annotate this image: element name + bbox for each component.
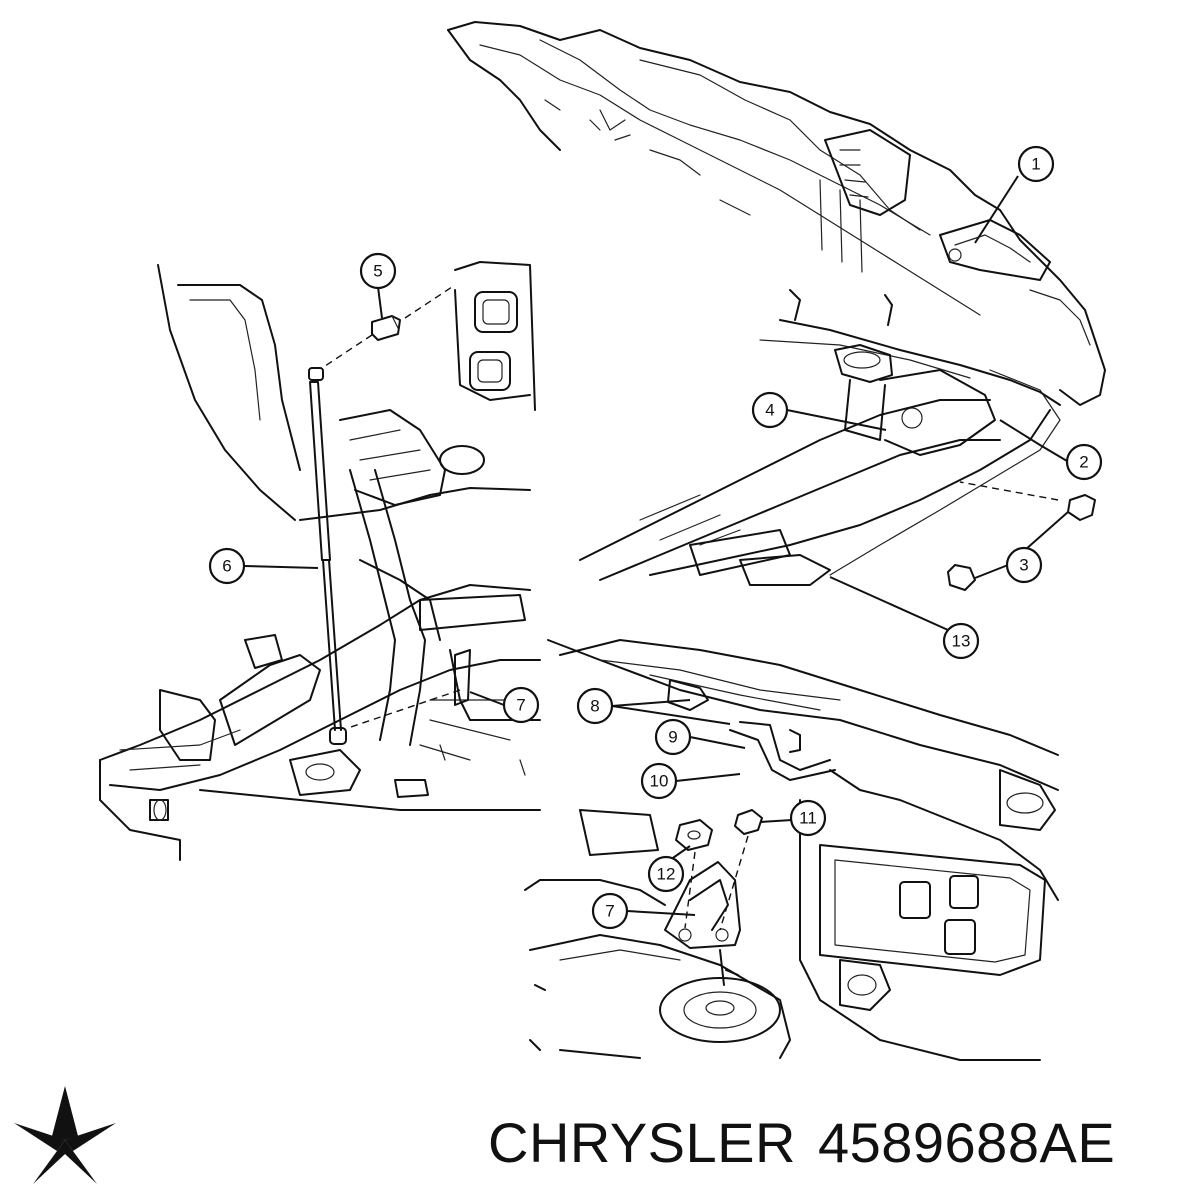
callout-label: 5	[373, 262, 382, 281]
callout-3: 3	[1005, 546, 1043, 584]
callout-label: 1	[1031, 155, 1040, 174]
callout-2: 2	[1065, 443, 1103, 481]
lower-right-illustration	[524, 639, 1059, 1061]
callout-label: 13	[952, 632, 971, 651]
callout-1: 1	[1017, 145, 1055, 183]
callout-4: 4	[751, 391, 789, 429]
callout-label: 8	[590, 697, 599, 716]
callout-label: 10	[650, 772, 669, 791]
callout-label: 12	[657, 865, 676, 884]
brand-name: CHRYSLER	[488, 1111, 796, 1174]
callout-label: 6	[222, 557, 231, 576]
callout-10: 10	[640, 762, 678, 800]
callout-label: 7	[605, 902, 614, 921]
callout-11: 11	[789, 799, 827, 837]
callout-label: 2	[1079, 453, 1088, 472]
part-number: 4589688AE	[817, 1111, 1116, 1174]
callout-label: 4	[765, 401, 774, 420]
callout-7-left: 7	[502, 686, 540, 724]
callout-13: 13	[942, 622, 980, 660]
callout-9: 9	[654, 718, 692, 756]
callout-label: 11	[799, 809, 817, 828]
callout-label: 9	[668, 728, 677, 747]
callout-6: 6	[208, 547, 246, 585]
callout-12: 12	[647, 855, 685, 893]
callout-8: 8	[576, 687, 614, 725]
pentastar-icon	[13, 1085, 117, 1185]
callout-label: 7	[516, 696, 525, 715]
part-caption: CHRYSLER 4589688AE	[488, 1108, 1115, 1178]
callout-label: 3	[1019, 556, 1028, 575]
callout-7-right: 7	[591, 892, 629, 930]
left-illustration	[99, 261, 541, 861]
upper-right-illustration	[447, 21, 1106, 591]
callout-5: 5	[359, 252, 397, 290]
callout-leaders	[243, 175, 1069, 916]
